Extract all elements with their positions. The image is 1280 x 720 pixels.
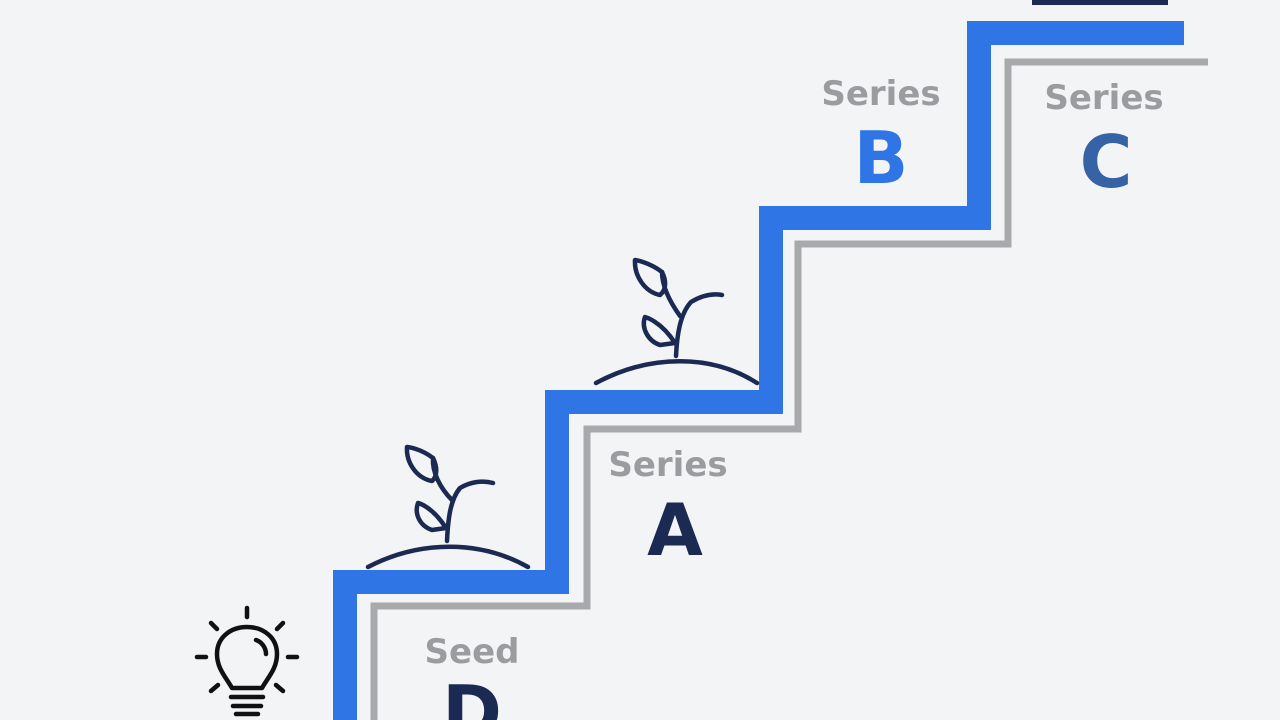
series-a-label: Series <box>608 445 728 485</box>
top-box <box>1032 0 1168 5</box>
stage-letter-a: A <box>647 488 703 572</box>
stage-letter-d: D <box>442 670 502 720</box>
gray-staircase-line <box>370 58 1208 720</box>
stage-letter-b: B <box>853 116 909 200</box>
blue-staircase-line <box>333 21 1184 720</box>
series-c-label: Series <box>1044 78 1164 118</box>
series-b-label: Series <box>821 74 941 114</box>
seed-label: Seed <box>424 632 520 672</box>
stage-letter-c: C <box>1079 120 1133 204</box>
